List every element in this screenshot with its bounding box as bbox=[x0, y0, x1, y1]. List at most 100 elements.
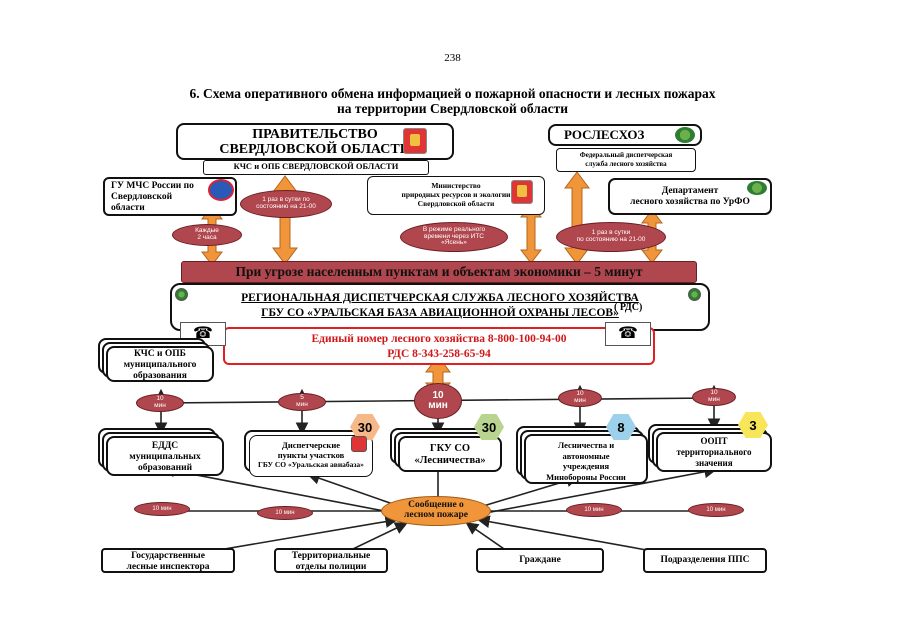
dep-line-2: лесного хозяйства по УрФО bbox=[630, 197, 750, 207]
forestry-count-badge: 8 bbox=[606, 414, 636, 440]
disp-5: 5 bbox=[300, 394, 304, 402]
ministry-emblem-icon bbox=[511, 180, 533, 204]
gku-box: ГКУ СО «Лесничества» bbox=[398, 436, 502, 472]
edds-line-2: муниципальных bbox=[129, 452, 201, 462]
edds-min: мин bbox=[154, 402, 166, 409]
page-title: 6. Схема оперативного обмена информацией… bbox=[60, 86, 845, 116]
once-daily-gov-oval: 1 раз в сутки по состоянию на 21-00 bbox=[240, 190, 332, 218]
gku-count-badge: 30 bbox=[474, 414, 504, 440]
forestry-line-2: автономные bbox=[562, 450, 610, 461]
once-daily-dep-oval: 1 раз в сутки по состоянию на 21-00 bbox=[556, 222, 666, 252]
realtime-oval: В режиме реального времени через ИТС «Яс… bbox=[400, 222, 508, 252]
police-line-1: Территориальные bbox=[291, 551, 371, 561]
dispatch-emblem-icon bbox=[351, 436, 367, 452]
oopt-line-1: ООПТ bbox=[700, 436, 728, 446]
gku-min: мин bbox=[428, 400, 448, 411]
emblem-icon bbox=[403, 128, 427, 154]
kchs-region-box: КЧС и ОПБ СВЕРДЛОВСКОЙ ОБЛАСТИ bbox=[203, 160, 429, 175]
mchs-line-3: области bbox=[111, 203, 145, 213]
title-line-1: 6. Схема оперативного обмена информацией… bbox=[189, 86, 716, 101]
mchs-line-2: Свердловской bbox=[111, 192, 173, 202]
edds-line-3: образований bbox=[137, 463, 193, 473]
dispatch-5min-oval: 5 мин bbox=[278, 393, 326, 411]
police-line-2: отделы полиции bbox=[295, 562, 367, 572]
edds-box: ЕДДС муниципальных образований bbox=[106, 436, 224, 476]
realtime-1: В режиме реального bbox=[422, 225, 486, 233]
gku-line-1: ГКУ СО bbox=[429, 443, 471, 454]
every-2h-oval: Каждые 2 часа bbox=[172, 224, 242, 246]
rail-10min-oval-4: 10 мин bbox=[688, 503, 744, 517]
pps-box: Подразделения ППС bbox=[643, 548, 767, 573]
edds-10: 10 bbox=[156, 395, 164, 403]
rosleshoz-logo-icon bbox=[675, 127, 695, 143]
oopt-box: ООПТ территориального значения bbox=[656, 432, 772, 472]
oopt-count-badge: 3 bbox=[738, 412, 768, 438]
rds-abbr: ( РДС) bbox=[614, 302, 643, 313]
dispatch-count-badge: 30 bbox=[350, 414, 380, 440]
oopt-10: 10 bbox=[710, 389, 718, 397]
dispatch-line-2: пункты участков bbox=[277, 450, 345, 460]
rds-line-1: РЕГИОНАЛЬНАЯ ДИСПЕТЧЕРСКАЯ СЛУЖБА ЛЕСНОГ… bbox=[241, 292, 639, 304]
insp-line-1: Государственные bbox=[131, 551, 205, 561]
edds-line-1: ЕДДС bbox=[151, 441, 179, 451]
forestry-line-1: Лесничества и bbox=[557, 440, 615, 450]
ministry-line-3: Свердловской области bbox=[417, 199, 495, 208]
forestry-10min-oval: 10 мин bbox=[558, 389, 602, 407]
dep-line-1: Департамент bbox=[661, 186, 719, 196]
fed-line-2: служба лесного хозяйства bbox=[585, 160, 667, 168]
gov-line-2: СВЕРДЛОВСКОЙ ОБЛАСТИ bbox=[219, 142, 411, 157]
mchs-line-1: ГУ МЧС России по bbox=[111, 181, 194, 191]
once-gov-2: состоянию на 21-00 bbox=[256, 203, 316, 210]
oopt-min: мин bbox=[708, 396, 720, 403]
federal-dispatch-box: Федеральный диспетчерская служба лесного… bbox=[556, 148, 696, 172]
hotline-line-1: Единый номер лесного хозяйства 8-800-100… bbox=[311, 333, 567, 345]
forestry-box: Лесничества и автономные учреждения Мино… bbox=[524, 434, 648, 484]
title-line-2: на территории Свердловской области bbox=[337, 101, 568, 116]
fed-line-1: Федеральный диспетчерская bbox=[579, 151, 673, 159]
fire-line-1: Сообщение о bbox=[408, 500, 464, 511]
ministry-line-2: природных ресурсов и экологии bbox=[401, 190, 511, 199]
rds-line-2: ГБУ СО «УРАЛЬСКАЯ БАЗА АВИАЦИОННОЙ ОХРАН… bbox=[261, 307, 619, 319]
hotline-box: Единый номер лесного хозяйства 8-800-100… bbox=[223, 327, 655, 365]
realtime-3: «Ясень» bbox=[441, 239, 467, 247]
inspectors-box: Государственные лесные инспектора bbox=[101, 548, 235, 573]
department-box: Департамент лесного хозяйства по УрФО bbox=[608, 178, 772, 215]
rail-10min-oval-3: 10 мин bbox=[566, 503, 622, 517]
once-gov-1: 1 раз в сутки по bbox=[262, 196, 310, 204]
fire-report-oval: Сообщение о лесном пожаре bbox=[381, 496, 491, 526]
police-box: Территориальные отделы полиции bbox=[274, 548, 388, 573]
kchs-mun-line-1: КЧС и ОПБ bbox=[134, 349, 186, 359]
ministry-line-1: Министерство bbox=[431, 181, 481, 190]
gku-10min-oval: 10 мин bbox=[414, 383, 462, 419]
once-dep-1: 1 раз в сутки bbox=[591, 229, 631, 237]
every2h-2: 2 часа bbox=[197, 234, 217, 241]
threat-banner: При угрозе населенным пунктам и объектам… bbox=[181, 261, 697, 283]
fire-line-2: лесном пожаре bbox=[404, 510, 468, 520]
dispatch-line-3: ГБУ СО «Уральская авиабаза» bbox=[258, 460, 364, 469]
forest-logo-icon bbox=[175, 288, 188, 301]
forest-logo-icon-right bbox=[688, 288, 701, 301]
citizens-box: Граждане bbox=[476, 548, 604, 573]
oopt-line-2: территориального bbox=[676, 447, 752, 457]
hotline-line-2: РДС 8-343-258-65-94 bbox=[387, 348, 491, 360]
oopt-10min-oval: 10 мин bbox=[692, 388, 736, 406]
rosleshoz-box: РОСЛЕСХОЗ bbox=[548, 124, 702, 146]
phone-icon-right: ☎ bbox=[605, 322, 651, 346]
forestry-10: 10 bbox=[576, 390, 584, 398]
kchs-municipal-box: КЧС и ОПБ муниципального образования bbox=[106, 346, 214, 382]
dispatch-line-1: Диспетчерские bbox=[282, 440, 340, 450]
oopt-line-3: значения bbox=[695, 458, 733, 468]
insp-line-2: лесные инспектора bbox=[126, 562, 210, 572]
kchs-mun-line-3: образования bbox=[133, 371, 187, 381]
mchs-emblem-icon bbox=[208, 179, 234, 201]
forestry-min: мин bbox=[574, 397, 586, 404]
department-logo-icon bbox=[747, 181, 767, 195]
kchs-mun-line-2: муниципального bbox=[123, 360, 197, 370]
page-number: 238 bbox=[444, 52, 461, 64]
edds-10min-oval: 10 мин bbox=[136, 394, 184, 412]
once-dep-2: по состоянию на 21-00 bbox=[576, 236, 646, 243]
realtime-2: времени через ИТС bbox=[423, 232, 484, 240]
gku-10: 10 bbox=[432, 389, 444, 401]
forestry-line-4: Минобороны России bbox=[546, 471, 626, 482]
